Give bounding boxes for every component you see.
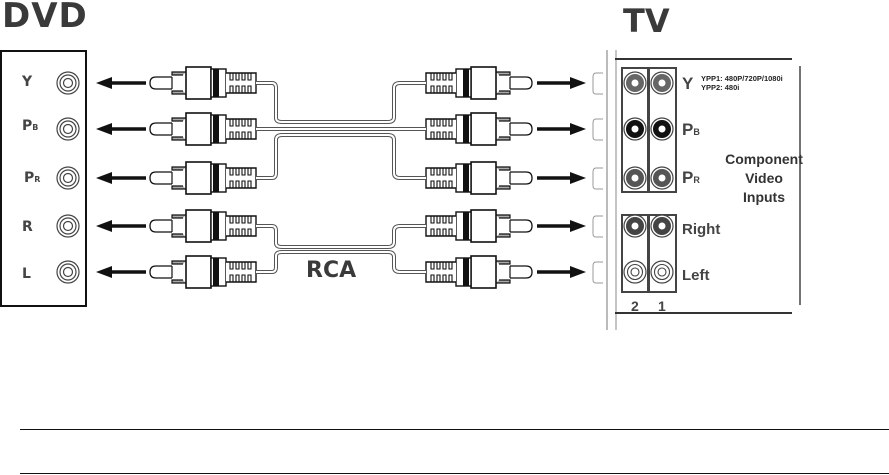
tv-label-y: Y: [682, 74, 694, 93]
dvd-label-r: R: [22, 219, 33, 235]
rca-plug: [425, 161, 533, 195]
dvd-panel: [0, 50, 87, 307]
arrow-right-icon: [570, 172, 586, 184]
divider-line: [20, 473, 889, 474]
dvd-jack-ring: [59, 263, 77, 281]
arrow-left-icon: [96, 172, 112, 184]
dvd-jack-outer: [56, 260, 80, 284]
tv-port-stub: [592, 167, 603, 190]
tv-port-stub: [592, 118, 603, 141]
dvd-title: DVD: [2, 0, 88, 36]
arrow-right-icon: [570, 123, 586, 135]
component-label-line: Inputs: [743, 189, 785, 205]
cable-outline: [256, 81, 426, 124]
rca-plug: [425, 66, 533, 100]
tv-jack-center: [658, 174, 666, 182]
rca-cable-label: RCA: [306, 258, 357, 283]
arrow-right-icon: [570, 266, 586, 278]
component-video-inputs-label: Component Video Inputs: [718, 150, 810, 207]
dvd-label-pr: PR: [24, 170, 41, 186]
cable-outline: [256, 224, 426, 249]
column-number-2: 2: [631, 298, 639, 314]
dvd-jack-ring: [59, 217, 77, 235]
tv-jack-center: [630, 267, 640, 277]
column-number-1: 1: [658, 298, 666, 314]
tv-jack-center: [631, 79, 639, 87]
rca-plug: [149, 112, 257, 146]
dvd-label-y: Y: [22, 74, 33, 90]
tv-jack-center: [658, 222, 666, 230]
dvd-jack-outer: [56, 214, 80, 238]
arrow-left-icon: [96, 77, 112, 89]
dvd-jack-outer: [56, 117, 80, 141]
tv-jack-center: [631, 222, 639, 230]
tv-jack-ring: [653, 263, 671, 281]
tv-jack-center: [657, 267, 667, 277]
rca-plug: [149, 66, 257, 100]
tv-label-pr: PR: [682, 168, 700, 187]
arrow-left-icon: [96, 266, 112, 278]
ypp2-note: YPP2: 480i: [701, 83, 740, 92]
ypp1-note: YPP1: 480P/720P/1080i: [701, 74, 783, 83]
dvd-jack-center: [62, 123, 74, 135]
tv-jack-center: [631, 125, 639, 133]
component-column-1: [648, 67, 677, 193]
arrow-left-icon: [96, 220, 112, 232]
tv-label-left: Left: [682, 267, 710, 284]
tv-title: TV: [623, 2, 670, 40]
tv-label-pb: PB: [682, 120, 700, 139]
dvd-jack-center: [62, 172, 74, 184]
rca-plug: [425, 209, 533, 243]
dvd-jack-outer: [56, 71, 80, 95]
cable-core: [256, 134, 426, 179]
cable-outline: [256, 133, 426, 180]
dvd-jack-ring: [59, 74, 77, 92]
dvd-jack-ring: [59, 120, 77, 138]
dvd-jack-center: [62, 220, 74, 232]
divider-line: [20, 429, 889, 430]
cable-core: [256, 251, 426, 273]
arrow-left-icon: [96, 123, 112, 135]
dvd-jack-center: [62, 266, 74, 278]
tv-jack-center: [631, 174, 639, 182]
rca-plug: [425, 255, 533, 289]
component-label-line: Video: [745, 170, 783, 186]
dvd-jack-center: [62, 77, 74, 89]
rca-plug: [149, 209, 257, 243]
dvd-jack-ring: [59, 169, 77, 187]
tv-jack-center: [658, 79, 666, 87]
rca-plug: [149, 161, 257, 195]
dvd-jack-outer: [56, 166, 80, 190]
ypp-resolution-note: YPP1: 480P/720P/1080i YPP2: 480i: [701, 74, 783, 92]
tv-jack-ring: [626, 263, 644, 281]
arrow-right-icon: [570, 77, 586, 89]
tv-jack-center: [658, 125, 666, 133]
cable-core: [256, 82, 426, 123]
tv-port-stub: [592, 72, 603, 95]
rca-plug: [425, 112, 533, 146]
dvd-label-pb: PB: [22, 118, 39, 134]
cable-core: [256, 225, 426, 248]
component-label-line: Component: [725, 151, 803, 167]
rca-plug: [149, 255, 257, 289]
tv-port-stub: [592, 215, 603, 238]
arrow-right-icon: [570, 220, 586, 232]
dvd-label-l: L: [22, 266, 31, 282]
tv-label-right: Right: [682, 221, 721, 238]
tv-port-stub: [592, 261, 603, 284]
